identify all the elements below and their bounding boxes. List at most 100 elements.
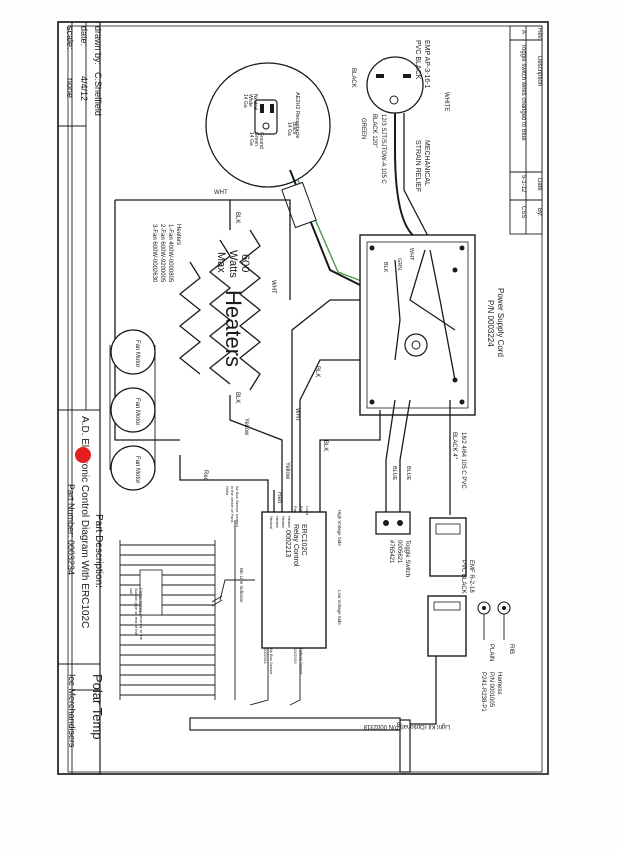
company-name: Polar Temp (90, 674, 105, 740)
drawn-by-label: drawn by: (93, 26, 103, 65)
harness-plain: PLAIN (488, 644, 494, 661)
controller-pn: 0002213 (284, 530, 291, 557)
controller-air-sensor: Air Box Sensor (269, 648, 274, 675)
cord-spec: 12/3 SJT/SJTOW-A 105 C (380, 114, 386, 184)
by-header: By: (536, 208, 542, 217)
controller-defrost-pn: 0002153 (293, 648, 298, 664)
heater-watts: 600 (239, 254, 251, 272)
receptacle-white: White (247, 94, 253, 107)
receptacle: AE2H2 Receptacle 14 Ga Black 14 Ga White… (205, 62, 331, 188)
date-label: date: (79, 26, 89, 46)
fan-motor-2 (110, 387, 156, 433)
controller-name: ERC102C (300, 524, 307, 556)
box-grn-label: GRN (396, 258, 402, 270)
wire-red-label-2: Red (276, 492, 282, 503)
air-box-note-2: in the center of Fans (230, 486, 235, 522)
fan-motor-3 (110, 445, 156, 491)
junction-box: Power Supply Cord P/N 0003224 WHT GRN BL… (359, 234, 505, 416)
wire-yellow-label: Yellow (243, 418, 249, 436)
heater-list-2: 2-Fan 600W-9200005 (159, 224, 165, 283)
wire-blk-controller (299, 359, 360, 512)
rev-date: 5-1-12 (520, 175, 526, 193)
main-cord-2 (403, 113, 431, 241)
receptacle-green: Green (253, 132, 259, 146)
toggle-switch: BLUE BLUE Toggle Switch 0005621 #765421 (375, 399, 411, 577)
receptacle-neutral: Neutral (252, 94, 258, 110)
plug-green: GREEN (360, 118, 366, 139)
receptacle-white-ga: 14 Ga (242, 94, 248, 108)
controller-erc102c: ERC102C Relay Control 0002213 High Volta… (239, 506, 342, 675)
rev-by: CSS (520, 206, 526, 218)
receptacle-green-ga: 14 Ga (248, 132, 254, 146)
strain-relief-1: MECHANICAL (423, 140, 430, 186)
plug-white: WHITE (443, 92, 449, 111)
plug-black: BLACK (350, 68, 356, 88)
light-kit-label: Light Kit (Optional) P/N 0002318 (363, 723, 450, 729)
controller-air-pn: 0002154 (263, 648, 268, 664)
wire-blk-controller-2 (319, 410, 381, 512)
heater-blk-label: BLK (234, 212, 240, 223)
fan-motor-3-label: Fan Motor (134, 456, 140, 483)
plug-part: EMP AP-3-16-1 (423, 40, 430, 89)
wire-wht-label: WHT (294, 408, 300, 422)
sensor-note-2: Suction pipe on rear of the (134, 588, 139, 636)
wire-blk-label: BLK (314, 366, 320, 377)
heaters: 600 Watts Max Heaters Heaters 1-Fan 400W… (151, 224, 262, 391)
toggle-title: Toggle Switch (404, 540, 410, 577)
heater-list-1: 1-Fan 400W-0000805 (167, 224, 173, 283)
description-header: Description (536, 56, 542, 86)
pin-heater-3: Heater (287, 516, 292, 529)
revision-table: Rev. Description Date By: A Toggle switc… (509, 25, 543, 235)
pigtail-connector (281, 181, 317, 229)
pin-fan-1: Fan (293, 506, 298, 513)
rev-value: A (520, 30, 526, 34)
emf-part: EMF R-2-18 (468, 560, 474, 593)
receptacle-black-ga: 14 Ga (286, 122, 292, 136)
air-box-note-1: Air Box Sensor located (235, 486, 240, 527)
harness: RIB PLAIN Harness P/N 0001005 P241-R238-… (427, 595, 514, 712)
part-number: Part Number: 0003234 (66, 484, 76, 575)
sensor-note-1: Clamp sensor securely to the (139, 588, 144, 641)
power-cord-pn: P/N 0003224 (486, 300, 495, 347)
fan-motor-1-label: Fan Motor (134, 340, 140, 367)
cord2-spec: 18/2 4/64 105 C PVC (460, 432, 466, 489)
wire-red-label: Red (202, 470, 208, 481)
strain-relief-2: STRAIN RELIEF (414, 140, 421, 192)
heater-wht-wire (230, 199, 291, 300)
air-box-note-3: Grille. (225, 486, 230, 496)
box-blk-label: BLK (382, 262, 388, 273)
controller-name-2: Relay Control (292, 524, 299, 567)
heater-watts-label: Watts (227, 250, 239, 278)
emf-color: PVC BLACK (460, 560, 466, 594)
bin-line-indicator: Bin Line Indicator (239, 568, 244, 603)
receptacle-ground: Ground (258, 132, 264, 149)
rev-description: Toggle switch wires changed to Blue (520, 44, 526, 141)
cord-length: BLACK 120" (371, 114, 377, 147)
drawn-by-value: C.Sheffield (93, 72, 103, 116)
wire-blk-label-2: BLK (322, 440, 328, 451)
harness-alt: P241-R238-P1 (480, 672, 486, 712)
toggle-pn: 0005621 (396, 540, 402, 564)
rev-header: Rev. (536, 28, 542, 40)
pin-fan-2: Fan (299, 506, 304, 513)
red-stamp-dot (75, 447, 91, 463)
receptacle-label: AE2H2 Receptacle (294, 92, 300, 138)
fan-motor-2-label: Fan Motor (134, 398, 140, 425)
heater-list-3: 3-Fan 600W-0002630 (151, 224, 157, 283)
heater-wht-label-2: WHT (270, 280, 276, 294)
inner-border (67, 25, 543, 773)
receptacle-black: Black (291, 122, 297, 135)
heater-wht-label: WHT (214, 190, 228, 196)
scale-label: scale: (65, 26, 75, 50)
wire-red (179, 455, 269, 512)
controller-pins: Neutral Heater Heater Heater Fan Fan Loa… (269, 506, 310, 529)
wire-yellow (229, 395, 283, 512)
company-subtitle: Ice Merchandisers (67, 674, 77, 748)
pin-neutral: Neutral (269, 516, 274, 529)
power-cord-title: Power Supply Cord (496, 288, 505, 357)
heater-left-wire (114, 200, 180, 441)
wire-yellow-label-2: Yellow (284, 462, 290, 480)
toggle-alt: #765421 (388, 540, 394, 564)
